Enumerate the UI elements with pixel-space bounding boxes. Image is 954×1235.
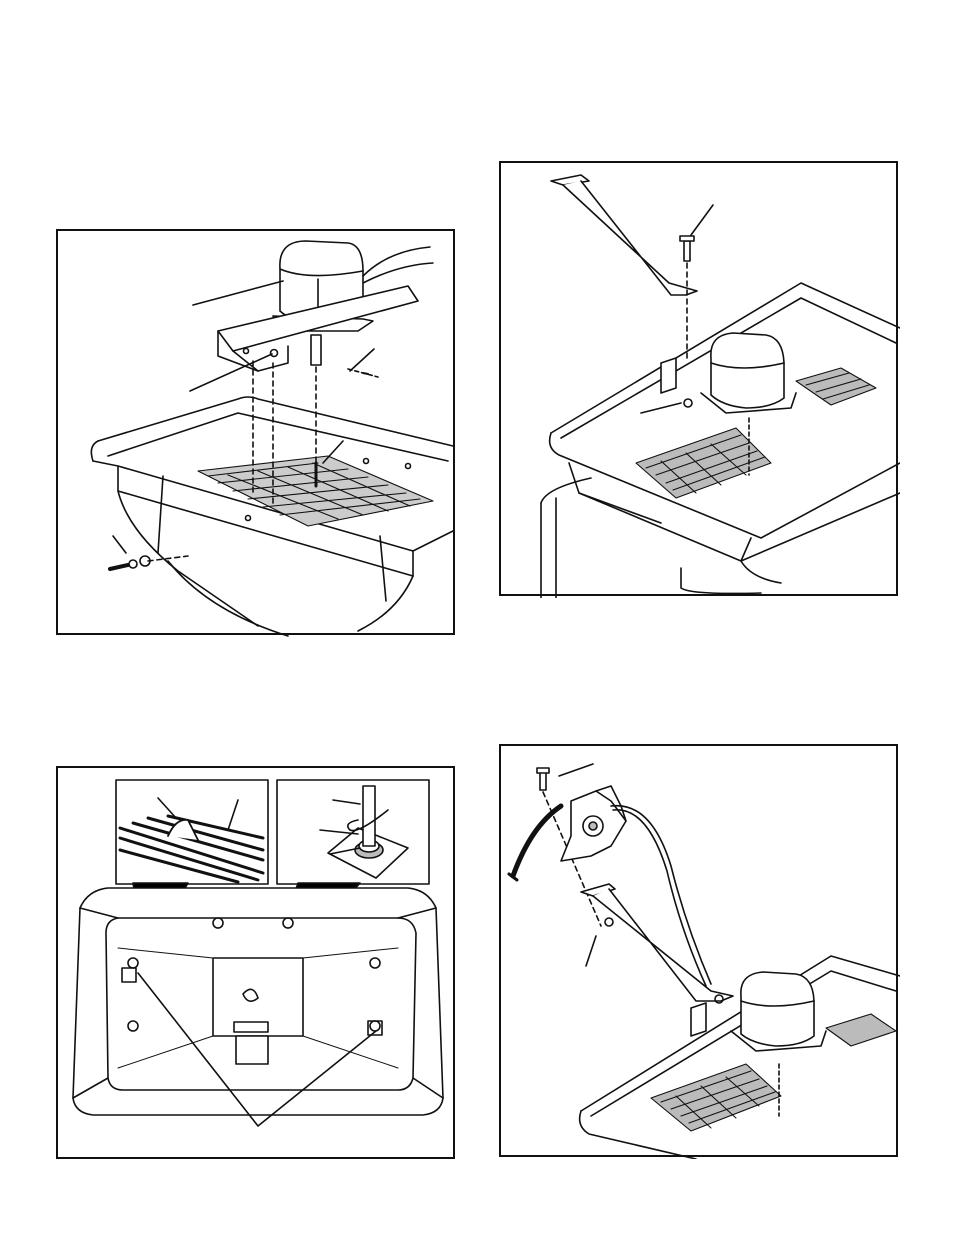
figure-hopper-brace	[499, 161, 898, 596]
bolt-and-washer	[110, 556, 188, 569]
detail-inset-agitator-clip	[116, 780, 268, 884]
hopper-bottom-illustration	[58, 768, 457, 1161]
brace-arm	[551, 175, 697, 295]
control-lever-assembly	[561, 786, 626, 861]
figure-hopper-bottom	[56, 766, 455, 1159]
figure-control-arm	[499, 744, 898, 1157]
motor-housing	[731, 972, 826, 1051]
hopper-brace-illustration	[501, 163, 900, 598]
screen-mesh-right	[796, 368, 876, 405]
figure-gearbox-bracket	[56, 229, 455, 635]
motor-housing	[701, 333, 796, 413]
screen-mesh-left	[636, 428, 771, 498]
detail-inset-shaft-pin	[277, 780, 429, 884]
control-arm-illustration	[501, 746, 900, 1159]
hopper-outline	[73, 888, 443, 1115]
gearbox-bracket-illustration	[58, 231, 457, 637]
